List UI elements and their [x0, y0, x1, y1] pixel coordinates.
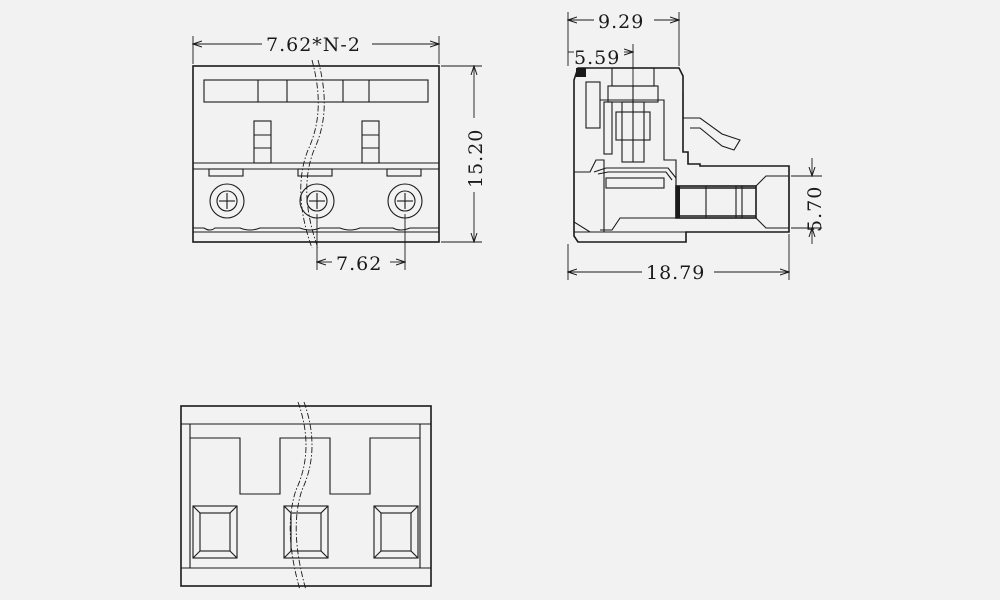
wire-opening-1 [192, 505, 238, 559]
screw-terminal-2 [299, 183, 335, 219]
side-view: 9.29 5.59 18.79 5.70 [568, 11, 826, 284]
dimension-top-total: 9.29 [568, 11, 679, 66]
bottom-view [180, 401, 432, 591]
pin [675, 175, 790, 229]
dim-top-total-label: 9.29 [598, 11, 644, 33]
dim-pin-height-label: 5.70 [804, 186, 826, 232]
dimension-top-partial: 5.59 [568, 44, 633, 86]
front-view: 7.62*N-2 15.20 7.62 [193, 34, 487, 275]
dim-side-depth-label: 18.79 [646, 262, 705, 284]
screw-terminal-1 [209, 183, 245, 219]
dimension-pin-height: 5.70 [791, 158, 826, 244]
dim-top-partial-label: 5.59 [574, 47, 620, 69]
dim-pitch-label: 7.62 [336, 253, 382, 275]
wire-opening-2 [283, 505, 329, 559]
dimension-height: 15.20 [441, 66, 487, 242]
dim-front-width-label: 7.62*N-2 [266, 34, 361, 56]
dimension-side-depth: 18.79 [568, 234, 789, 284]
break-line [306, 59, 325, 249]
screw-terminal-3 [387, 183, 423, 219]
dimension-pitch: 7.62 [317, 214, 405, 275]
wire-opening-3 [373, 505, 419, 559]
dimension-front-width: 7.62*N-2 [193, 34, 439, 64]
dim-height-label: 15.20 [465, 129, 487, 188]
